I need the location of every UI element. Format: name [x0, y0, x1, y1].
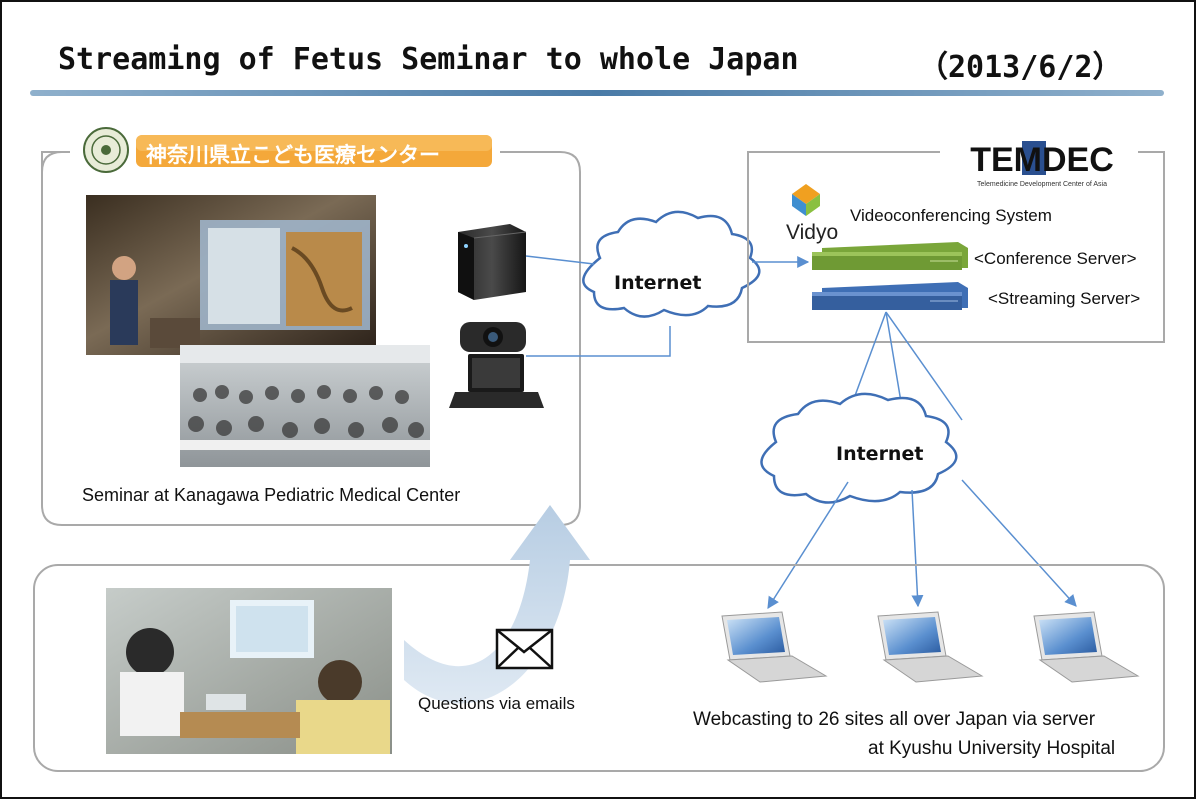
internet-label-top: Internet — [614, 272, 702, 294]
conference-server-label: <Conference Server> — [974, 249, 1137, 268]
questions-arrow — [404, 505, 590, 704]
link-server-to-cloud — [525, 255, 595, 265]
laptop-icon — [721, 611, 828, 683]
temdec-logo: TEMDEC Telemedicine Development Center o… — [970, 141, 1114, 188]
slide-date: （2013/6/2） — [918, 50, 1123, 85]
vidyo-logo: Vidyo — [786, 184, 838, 244]
conference-server-icon — [812, 242, 968, 270]
vidyo-logo-text: Vidyo — [786, 221, 838, 244]
hospital-caption: Seminar at Kanagawa Pediatric Medical Ce… — [82, 485, 461, 505]
internet-label-bottom: Internet — [836, 443, 924, 465]
title-rule — [30, 90, 1164, 96]
link-laptop-to-cloud — [526, 326, 671, 357]
internet-cloud-bottom — [760, 392, 958, 504]
webcast-line2: at Kyushu University Hospital — [868, 738, 1116, 759]
laptop-icon — [1033, 611, 1140, 683]
temdec-logo-text: TEMDEC — [970, 141, 1114, 179]
remote-site-photo — [106, 588, 392, 754]
webcast-line1: Webcasting to 26 sites all over Japan vi… — [693, 709, 1096, 730]
videoconferencing-label: Videoconferencing System — [850, 206, 1052, 225]
hospital-logo — [83, 127, 492, 173]
webcast-links — [767, 479, 1077, 610]
server-tower-icon — [458, 224, 527, 300]
temdec-panel — [747, 151, 1165, 343]
questions-label: Questions via emails — [418, 694, 575, 713]
hospital-logo-text: 神奈川県立こども医療センター — [146, 143, 440, 167]
temdec-logo-sub: Telemedicine Development Center of Asia — [977, 181, 1107, 188]
internet-cloud-top — [582, 210, 761, 318]
hospital-panel — [41, 151, 581, 526]
seminar-lecture-photo — [86, 195, 376, 355]
envelope-icon — [495, 628, 554, 670]
laptop-icon — [877, 611, 984, 683]
bottom-panel — [33, 564, 1165, 772]
webcam-laptop-icon — [449, 322, 544, 408]
slide-title: Streaming of Fetus Seminar to whole Japa… — [58, 42, 799, 77]
streaming-server-icon — [812, 282, 968, 310]
seminar-audience-photo — [180, 345, 430, 467]
streaming-server-label: <Streaming Server> — [988, 289, 1141, 308]
